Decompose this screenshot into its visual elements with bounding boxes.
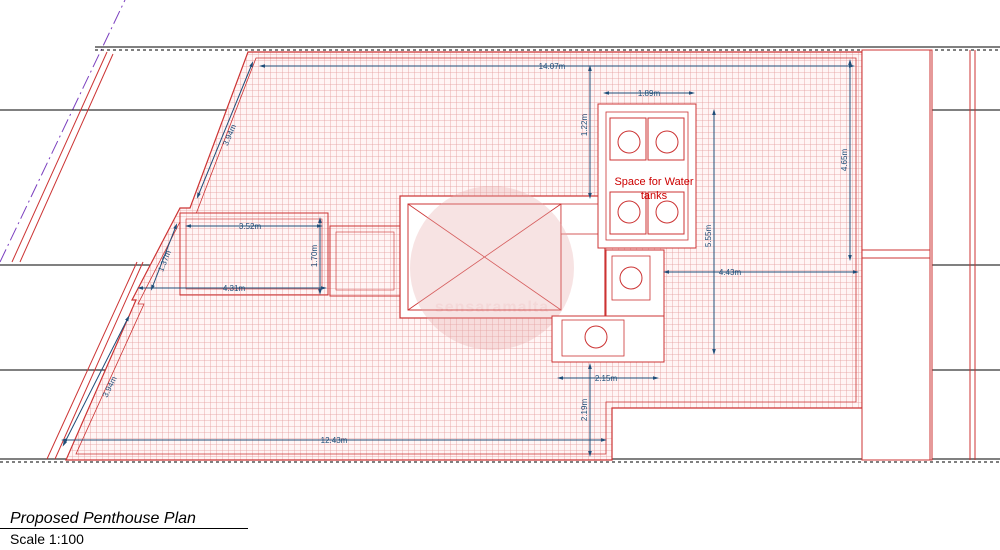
dim-step-width: 2.15m xyxy=(595,374,618,383)
tank-block-step xyxy=(551,315,665,363)
tank-block-step-inner xyxy=(561,319,625,357)
tank-lower-1 xyxy=(619,266,643,290)
tank-lower-2 xyxy=(584,325,608,349)
site-axis-line xyxy=(0,0,126,263)
shaft-side xyxy=(560,203,600,235)
dim-bottom-width: 12.43m xyxy=(321,436,348,445)
plan-scale: Scale 1:100 xyxy=(10,531,84,547)
dim-alcove-right: 1.70m xyxy=(310,245,319,268)
dim-tank-depth: 1.22m xyxy=(580,114,589,137)
tank-block-lower-inner xyxy=(611,255,651,301)
dim-top-width: 14.07m xyxy=(539,62,566,71)
small-room-inner xyxy=(335,231,395,291)
title-underline xyxy=(0,528,248,529)
plan-title: Proposed Penthouse Plan xyxy=(10,510,196,527)
svg-text:sensaramalta: sensaramalta xyxy=(435,299,549,316)
dim-step-depth: 2.19m xyxy=(580,399,589,422)
shaft-cross-b xyxy=(407,203,562,311)
water-tank-note-line2: tanks xyxy=(641,190,668,202)
small-room xyxy=(329,225,401,297)
dim-shaft-height: 5.55m xyxy=(704,225,713,248)
dim-alcove-top: 3.52m xyxy=(239,222,262,231)
water-tanks xyxy=(609,117,685,235)
right-walls xyxy=(861,49,976,461)
dim-tank-width: 1.89m xyxy=(638,89,661,98)
dim-right-lower: 4.43m xyxy=(719,268,742,277)
dim-right-upper: 4.65m xyxy=(840,149,849,172)
dimension-lines xyxy=(61,59,859,457)
water-tank-note-line1: Space for Water xyxy=(614,176,693,188)
watermark: sensaramalta xyxy=(410,186,574,350)
dim-alcove-bottom: 4.31m xyxy=(223,284,246,293)
